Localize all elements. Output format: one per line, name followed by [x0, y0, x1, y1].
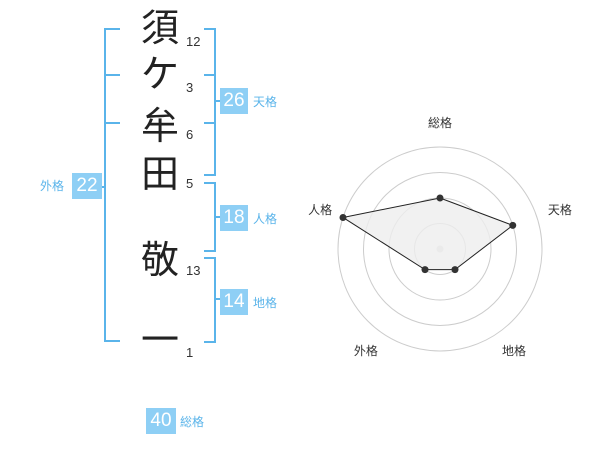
- tenkaku-bracket: [204, 28, 216, 176]
- radar-grid-ring-3: [363, 172, 517, 326]
- stroke-count-1: 12: [186, 34, 201, 49]
- soukaku-value-badge: 40: [146, 408, 176, 434]
- stroke-count-2: 3: [186, 80, 194, 95]
- chikaku-label: 地格: [253, 296, 278, 310]
- jinkaku-bracket-connector: [214, 216, 222, 218]
- radar-axis-label-2: 天格: [548, 202, 572, 217]
- radar-axis-label-4: 外格: [354, 343, 378, 358]
- stroke-count-3: 6: [186, 127, 194, 142]
- name-char-3: 牟: [140, 104, 179, 148]
- radar-axis-label-1: 総格: [428, 115, 452, 130]
- name-char-2: ケ: [140, 52, 179, 96]
- radar-point-3: [451, 266, 459, 274]
- name-char-5: 敬: [140, 238, 179, 282]
- name-char-6: 一: [140, 318, 179, 362]
- tenkaku-bracket-tick-1: [204, 74, 216, 76]
- tenkaku-value-badge: 26: [220, 88, 248, 114]
- name-char-1: 須: [140, 6, 179, 50]
- jinkaku-value-badge: 18: [220, 205, 248, 231]
- radar-point-2: [509, 221, 517, 229]
- radar-point-4: [421, 266, 429, 274]
- stroke-count-4: 5: [186, 176, 194, 191]
- tenkaku-bracket-connector: [214, 100, 222, 102]
- gaikaku-bracket-connector: [100, 186, 106, 188]
- chikaku-bracket-connector: [214, 298, 222, 300]
- tenkaku-bracket-tick-2: [204, 122, 216, 124]
- gaikaku-bracket-tick-2: [104, 122, 120, 124]
- radar-point-1: [436, 194, 444, 202]
- chikaku-bracket: [204, 257, 216, 343]
- gaikaku-value-badge: 22: [72, 173, 102, 199]
- radar-axis-label-5: 人格: [308, 202, 332, 217]
- name-char-4: 田: [140, 152, 179, 196]
- radar-data-area: [341, 197, 514, 271]
- radar-point-5: [339, 213, 347, 221]
- tenkaku-label: 天格: [253, 95, 278, 109]
- radar-grid-ring-4: [337, 146, 543, 352]
- chikaku-value-badge: 14: [220, 289, 248, 315]
- soukaku-label: 総格: [180, 415, 205, 429]
- radar-axis-label-3: 地格: [502, 343, 526, 358]
- jinkaku-label: 人格: [253, 212, 278, 226]
- stroke-count-6: 1: [186, 345, 194, 360]
- gaikaku-bracket: [104, 28, 120, 342]
- stroke-count-5: 13: [186, 263, 201, 278]
- gaikaku-label: 外格: [40, 179, 65, 193]
- gaikaku-bracket-tick-1: [104, 74, 120, 76]
